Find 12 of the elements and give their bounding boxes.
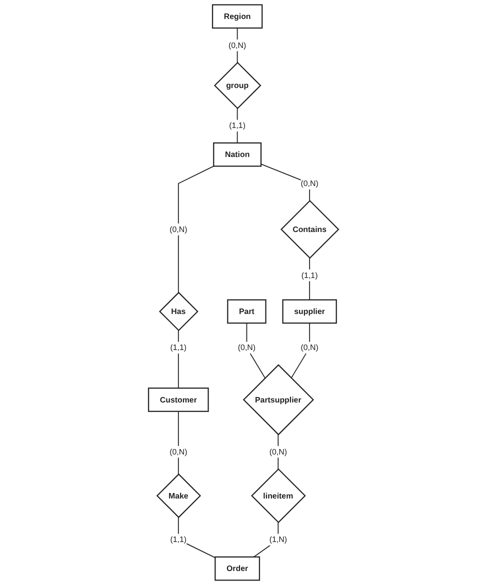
connector <box>252 522 278 558</box>
connector <box>177 166 214 294</box>
connector <box>177 410 178 475</box>
connector <box>236 108 238 144</box>
connector <box>236 28 238 64</box>
connector <box>260 164 310 202</box>
connector <box>177 330 178 389</box>
connector <box>308 258 310 300</box>
connector <box>246 322 266 379</box>
connector <box>277 434 278 470</box>
connector <box>177 516 216 558</box>
connector <box>290 322 310 379</box>
